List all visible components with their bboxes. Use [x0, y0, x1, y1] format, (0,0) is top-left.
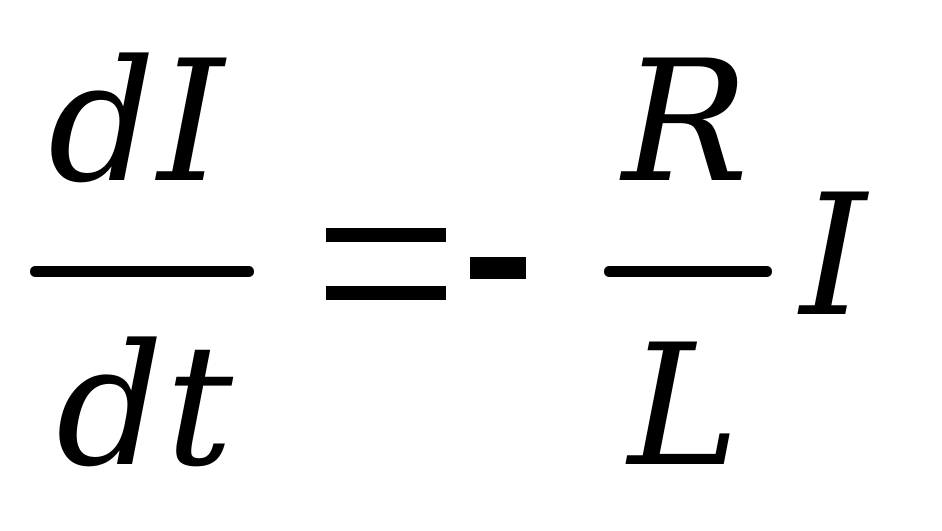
- equals-sign-bottom-bar: [326, 286, 446, 300]
- lhs-numerator: dI: [48, 24, 226, 220]
- equals-sign-top-bar: [326, 228, 446, 242]
- minus-sign: -: [0, 0, 1, 1]
- lhs-fraction-bar: [30, 266, 254, 277]
- equals-sign: =: [0, 0, 1, 1]
- rhs-denominator: L: [628, 308, 740, 504]
- rhs-numerator: R: [622, 24, 749, 220]
- minus-sign-bar: [470, 257, 526, 279]
- lhs-denominator: dt: [56, 308, 236, 504]
- rhs-fraction-bar: [604, 266, 772, 277]
- rhs-variable: I: [800, 158, 867, 354]
